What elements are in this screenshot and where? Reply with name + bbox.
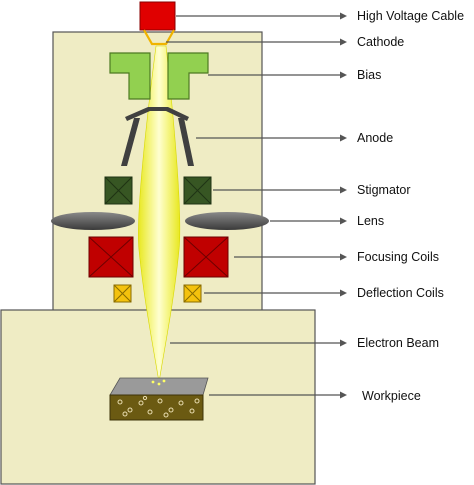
bias-left bbox=[109, 52, 151, 100]
lens-left bbox=[51, 212, 135, 230]
stigmator-left bbox=[104, 176, 133, 205]
leader-lines bbox=[166, 15, 340, 396]
stigmator-right bbox=[183, 176, 212, 205]
label-cathode: Cathode bbox=[357, 35, 404, 49]
label-workpiece: Workpiece bbox=[362, 389, 421, 403]
anode-right-leg bbox=[178, 118, 194, 166]
label-lens: Lens bbox=[357, 214, 384, 228]
label-high-voltage-cable: High Voltage Cable bbox=[357, 9, 464, 23]
anode-plate bbox=[125, 107, 189, 121]
high-voltage-cable bbox=[139, 1, 176, 31]
label-bias: Bias bbox=[357, 68, 381, 82]
workpiece bbox=[109, 377, 209, 421]
deflection-coil-left bbox=[113, 284, 132, 303]
label-focusing-coils: Focusing Coils bbox=[357, 250, 439, 264]
focusing-coil-left bbox=[88, 236, 134, 278]
leader-arrowheads bbox=[340, 12, 347, 399]
label-stigmator: Stigmator bbox=[357, 183, 411, 197]
deflection-coil-right bbox=[183, 284, 202, 303]
cathode bbox=[143, 29, 175, 46]
label-electron-beam: Electron Beam bbox=[357, 336, 439, 350]
focusing-coil-right bbox=[183, 236, 229, 278]
label-anode: Anode bbox=[357, 131, 393, 145]
anode-left-leg bbox=[121, 118, 140, 166]
label-deflection-coils: Deflection Coils bbox=[357, 286, 444, 300]
lens-right bbox=[185, 212, 269, 230]
bias-right bbox=[167, 52, 209, 100]
